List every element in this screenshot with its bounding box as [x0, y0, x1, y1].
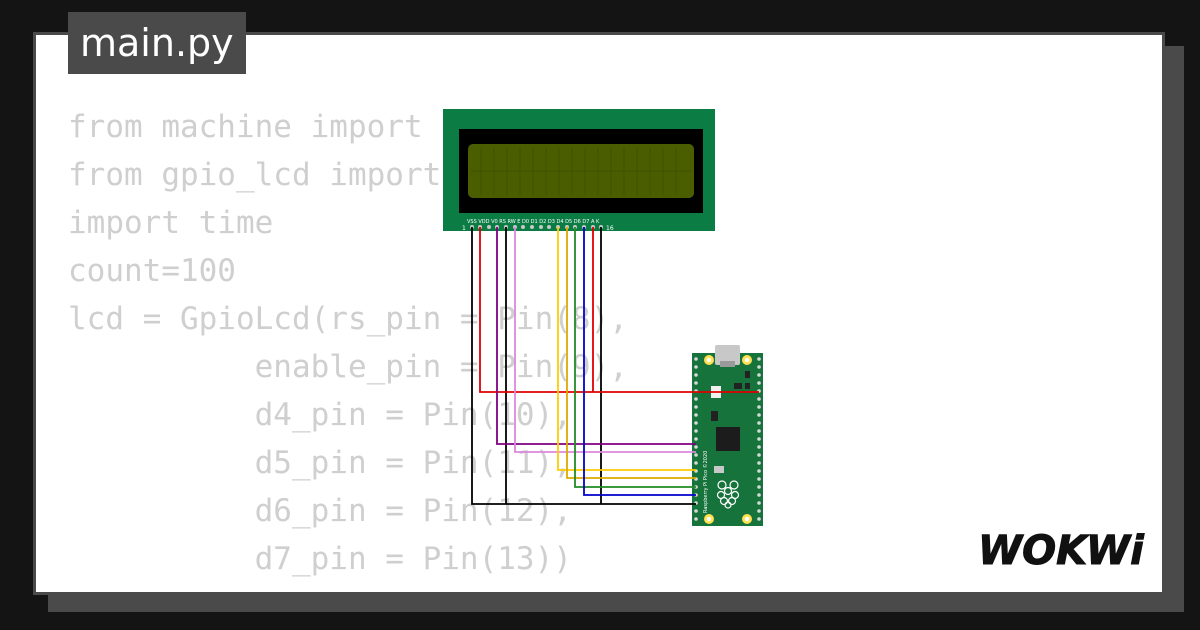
- lcd-pin-last: 16: [606, 225, 614, 232]
- wokwi-logo-text: WOKWi: [978, 528, 1145, 574]
- wire-vdd: [479, 227, 759, 393]
- code-line: import time: [68, 205, 274, 241]
- lcd-pin-labels: VSS VDD V0 RS RW E D0 D1 D2 D3 D4 D5 D6 …: [467, 219, 600, 225]
- wires: [471, 227, 759, 505]
- wire-d4: [557, 227, 696, 471]
- wire-enable: [514, 227, 696, 453]
- code-line: lcd = GpioLcd(rs_pin = Pin(8),: [68, 301, 628, 337]
- code-line: enable_pin = Pin(9),: [68, 349, 628, 385]
- code-line: d5_pin = Pin(11),: [68, 445, 572, 481]
- wire-d5: [566, 227, 696, 479]
- lcd-module[interactable]: VSS VDD V0 RS RW E D0 D1 D2 D3 D4 D5 D6 …: [443, 109, 715, 232]
- wire-gnd-vss: [471, 227, 696, 505]
- wire-d6: [574, 227, 696, 488]
- file-tab[interactable]: main.py: [68, 12, 246, 74]
- pico-label: Raspberry Pi Pico ©2020: [702, 451, 709, 513]
- circuit-diagram: VSS VDD V0 RS RW E D0 D1 D2 D3 D4 D5 D6 …: [443, 109, 763, 526]
- code-line: d7_pin = Pin(13)): [68, 541, 572, 577]
- code-line: count=100: [68, 253, 236, 289]
- wokwi-logo: WOKWi: [978, 528, 1146, 575]
- wire-d7: [583, 227, 696, 496]
- raspberry-icon: [716, 480, 740, 509]
- code-line: d6_pin = Pin(12),: [68, 493, 572, 529]
- lcd-pin-first: 1: [462, 225, 466, 232]
- code-line: lcd.move_to(0,0): [68, 583, 628, 592]
- wire-rs: [496, 227, 696, 445]
- pico-board[interactable]: Raspberry Pi Pico ©2020: [692, 345, 763, 526]
